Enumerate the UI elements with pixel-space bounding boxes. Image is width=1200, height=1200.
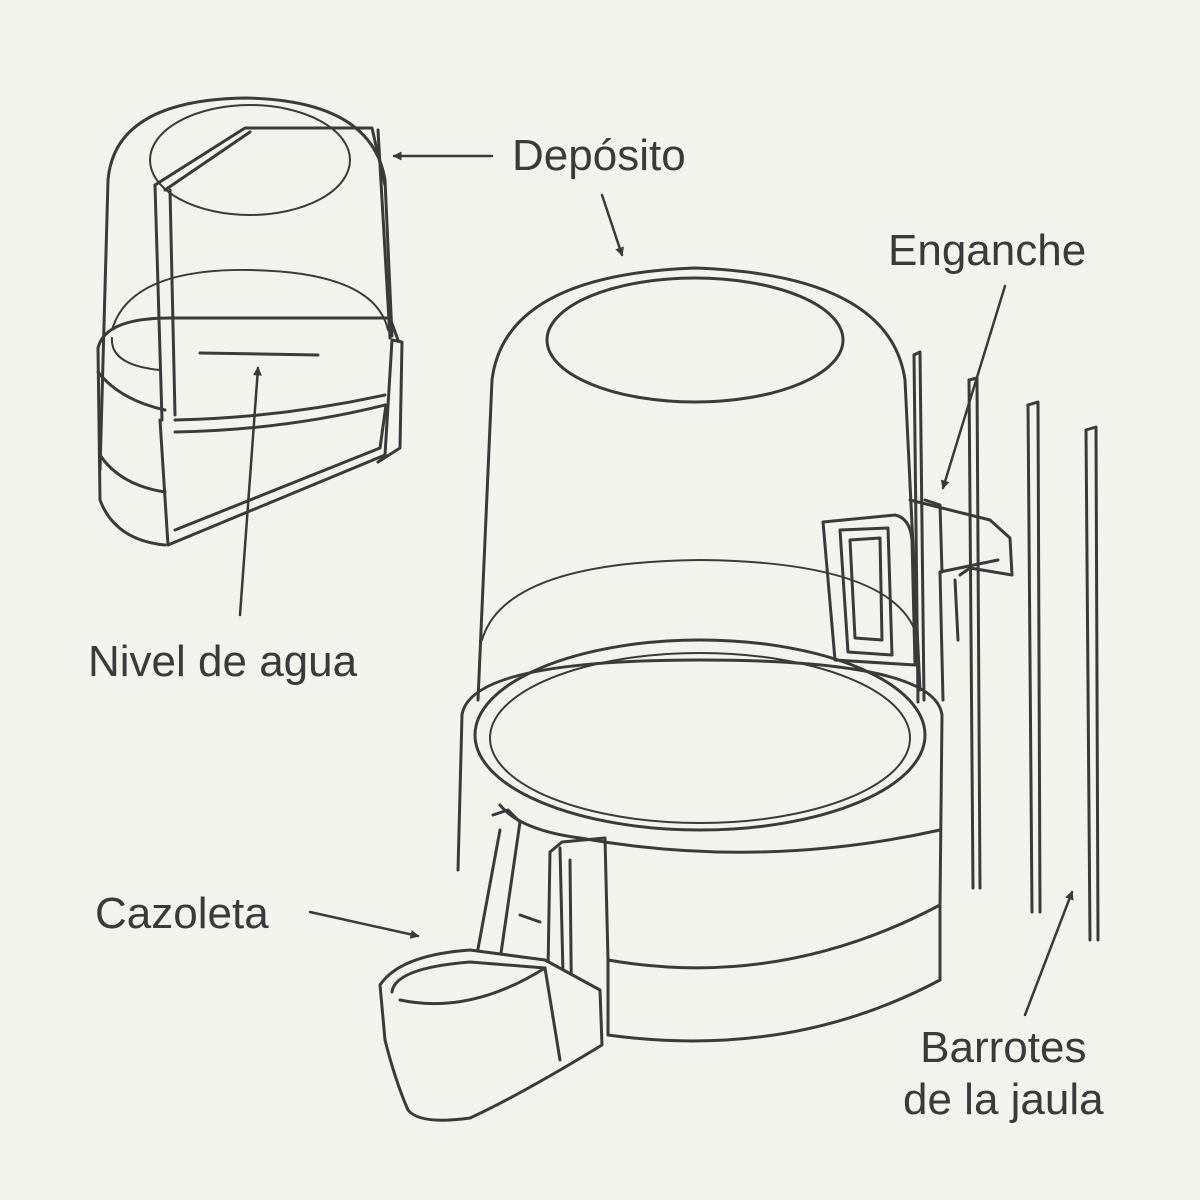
water-level-line — [198, 351, 320, 357]
label-enganche: Enganche — [888, 226, 1087, 275]
label-deposito: Depósito — [512, 131, 686, 180]
arrow-cazoleta — [308, 910, 420, 939]
arrow-deposito-main — [600, 193, 624, 257]
arrow-enganche — [940, 284, 1007, 490]
label-barrotes-line2: de la jaula — [903, 1075, 1104, 1124]
callout-arrows — [238, 151, 1074, 1017]
label-nivel-de-agua: Nivel de agua — [88, 637, 358, 686]
label-barrotes-line1: Barrotes — [920, 1023, 1087, 1072]
main-drinker — [378, 266, 1014, 1122]
cutaway-drinker — [96, 96, 404, 547]
label-barrotes: Barrotes de la jaula — [903, 1022, 1104, 1126]
arrow-nivel — [238, 366, 262, 617]
label-cazoleta: Cazoleta — [95, 889, 269, 938]
arrow-barrotes — [1023, 890, 1074, 1017]
